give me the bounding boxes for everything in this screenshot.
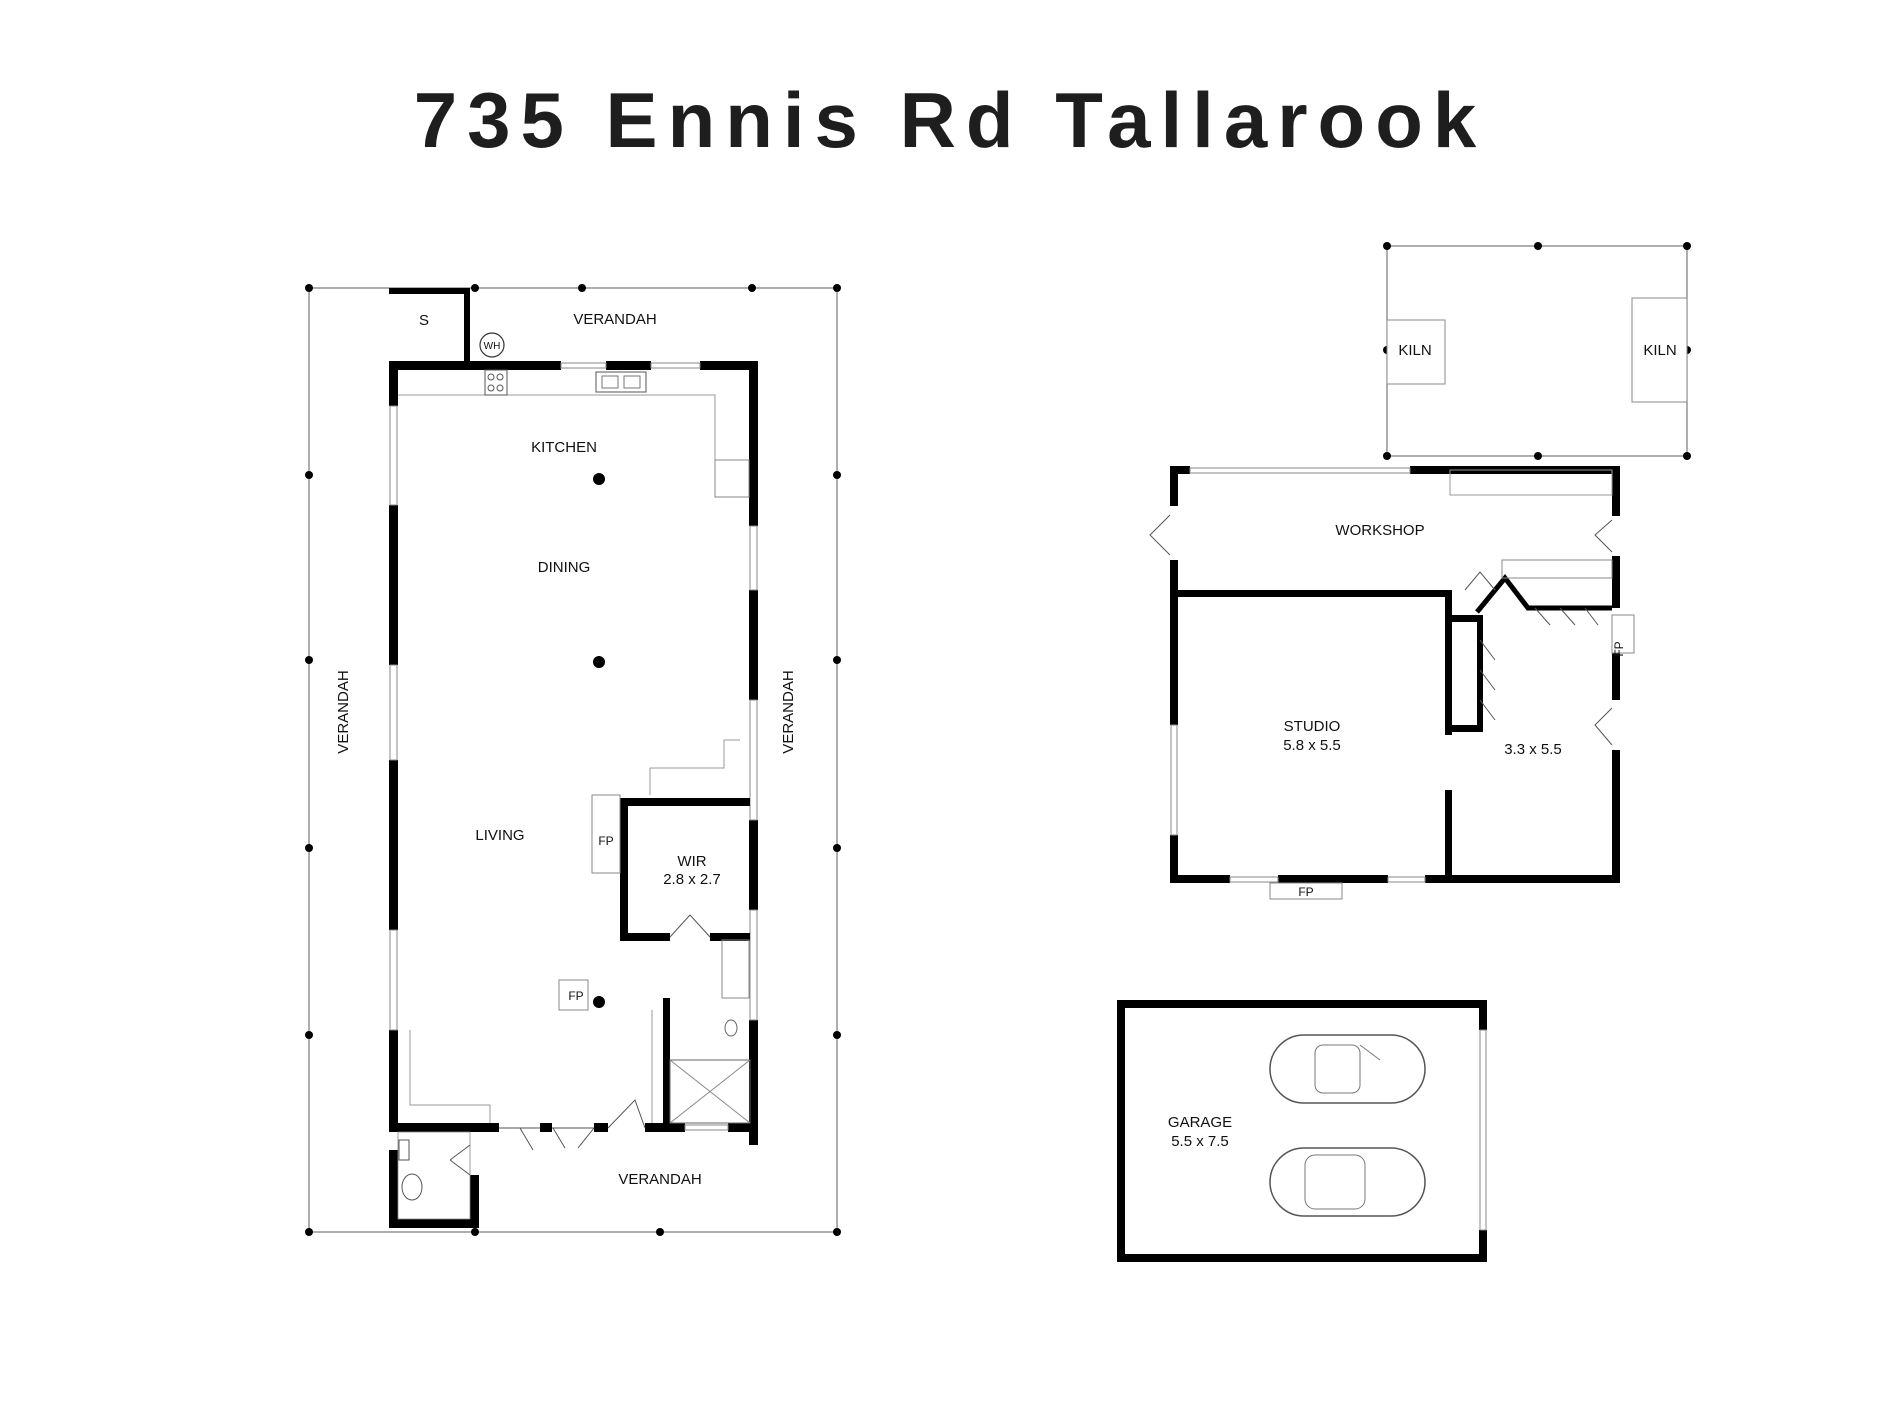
garage: GARAGE 5.5 x 7.5	[1117, 1000, 1487, 1262]
fireplace-side-label: FP	[598, 834, 613, 848]
car-icon	[1269, 1034, 1426, 1104]
workshop-studio: WORKSHOP STUDIO 5.8 x 5.5 3.3 x 5.5 FP F…	[1149, 466, 1635, 900]
verandah-bottom-label: VERANDAH	[618, 1171, 701, 1188]
wir-label: WIR	[677, 853, 706, 870]
workshop-label: WORKSHOP	[1335, 522, 1424, 539]
fireplace-studio-label: FP	[1298, 885, 1313, 899]
garage-label: GARAGE	[1168, 1114, 1232, 1131]
wir-size-label: 2.8 x 2.7	[663, 871, 721, 888]
verandah-left-label: VERANDAH	[335, 670, 352, 753]
dining-label: DINING	[538, 559, 591, 576]
kiln-left-label: KILN	[1398, 342, 1431, 359]
garage-size-label: 5.5 x 7.5	[1171, 1133, 1229, 1150]
water-heater-label: WH	[484, 341, 501, 352]
main-house: S WH VERANDAH VERANDAH VERANDAH VERANDAH…	[305, 284, 841, 1236]
page-title: 735 Ennis Rd Tallarook	[413, 76, 1487, 164]
kiln-shelter: KILN KILN	[1383, 242, 1691, 460]
fireplace-room-label: FP	[1612, 641, 1626, 656]
verandah-outline	[308, 287, 838, 1233]
verandah-top-label: VERANDAH	[573, 311, 656, 328]
verandah-posts	[305, 284, 841, 1236]
studio-label: STUDIO	[1284, 718, 1341, 735]
store-label: S	[419, 312, 429, 329]
fireplace-living-label: FP	[568, 989, 583, 1003]
studio-size-label: 5.8 x 5.5	[1283, 737, 1341, 754]
verandah-right-label: VERANDAH	[780, 670, 797, 753]
kitchen-benches	[397, 369, 751, 1220]
living-label: LIVING	[475, 827, 524, 844]
kiln-right-label: KILN	[1643, 342, 1676, 359]
house-walls	[389, 361, 758, 1228]
car-icon	[1269, 1147, 1426, 1217]
kitchen-label: KITCHEN	[531, 439, 597, 456]
room-size-label: 3.3 x 5.5	[1504, 741, 1562, 758]
